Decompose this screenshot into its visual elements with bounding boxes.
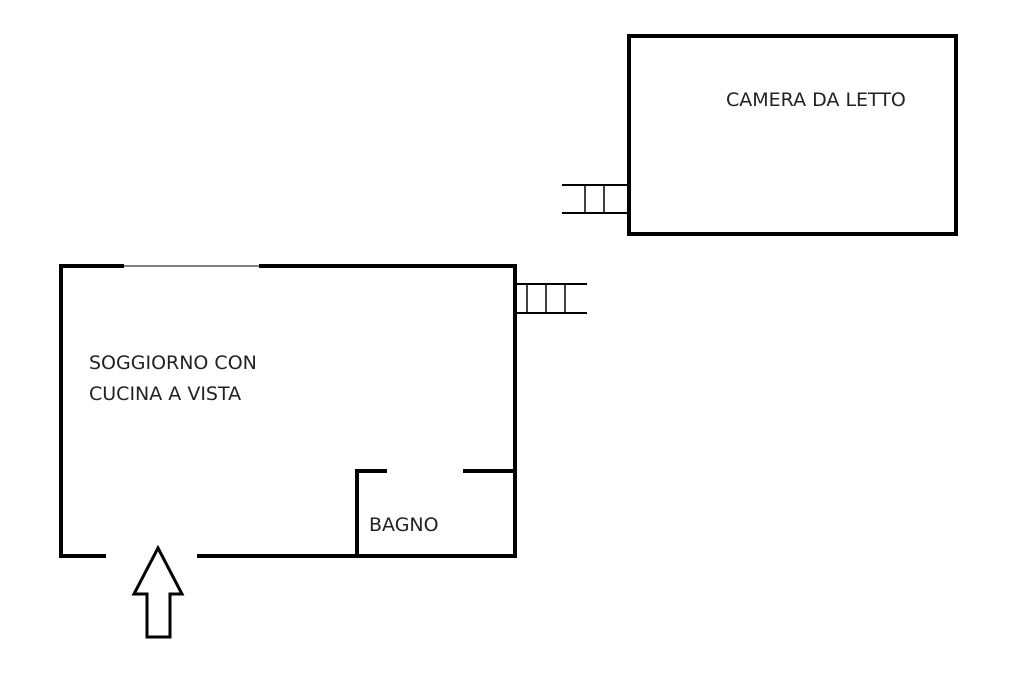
bedroom-walls bbox=[627, 34, 958, 236]
entrance-arrow-icon bbox=[131, 544, 185, 639]
living-stairs-icon bbox=[516, 283, 587, 314]
bathroom-walls bbox=[355, 469, 517, 558]
bathroom-label: BAGNO bbox=[369, 514, 439, 536]
living-room-walls bbox=[59, 264, 517, 558]
bedroom-label: CAMERA DA LETTO bbox=[726, 89, 906, 111]
bedroom-stairs-icon bbox=[562, 184, 628, 214]
living-room-label-line1: SOGGIORNO CON bbox=[89, 352, 257, 374]
living-room-label-line2: CUCINA A VISTA bbox=[89, 383, 242, 405]
